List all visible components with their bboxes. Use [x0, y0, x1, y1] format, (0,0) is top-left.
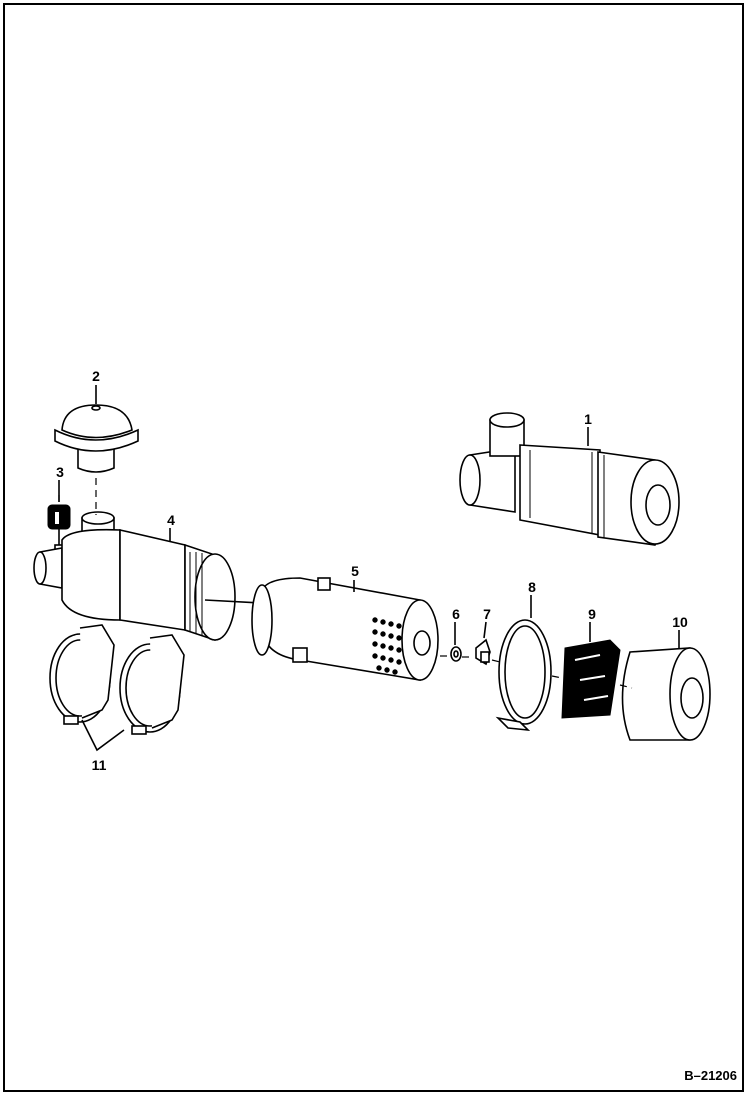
filter-perforations — [372, 617, 402, 675]
callout-6: 6 — [452, 606, 460, 622]
callout-11: 11 — [92, 757, 107, 773]
part-4-housing — [33, 511, 261, 641]
callout-3: 3 — [56, 464, 64, 480]
part-11-mounting-bands — [49, 624, 185, 735]
drawing-frame — [3, 3, 744, 1092]
part-8-clamp-ring — [495, 619, 552, 732]
callout-5: 5 — [351, 563, 359, 579]
part-7-wing-nut — [475, 638, 491, 666]
part-2-cap — [54, 404, 139, 473]
callout-4: 4 — [167, 512, 175, 528]
callout-2: 2 — [92, 368, 100, 384]
callout-7: 7 — [483, 606, 491, 622]
part-10-cover — [621, 647, 711, 741]
part-5-filter-element — [251, 577, 439, 681]
part-1-air-cleaner-assembly — [459, 412, 680, 546]
part-9-pre-cleaner — [561, 639, 621, 719]
callout-8: 8 — [528, 579, 536, 595]
leader-lines — [58, 385, 680, 752]
part-6-washer — [450, 646, 462, 662]
callout-1: 1 — [584, 411, 592, 427]
drawing-code: B–21206 — [684, 1068, 737, 1083]
callout-9: 9 — [588, 606, 596, 622]
callout-10: 10 — [672, 614, 688, 630]
